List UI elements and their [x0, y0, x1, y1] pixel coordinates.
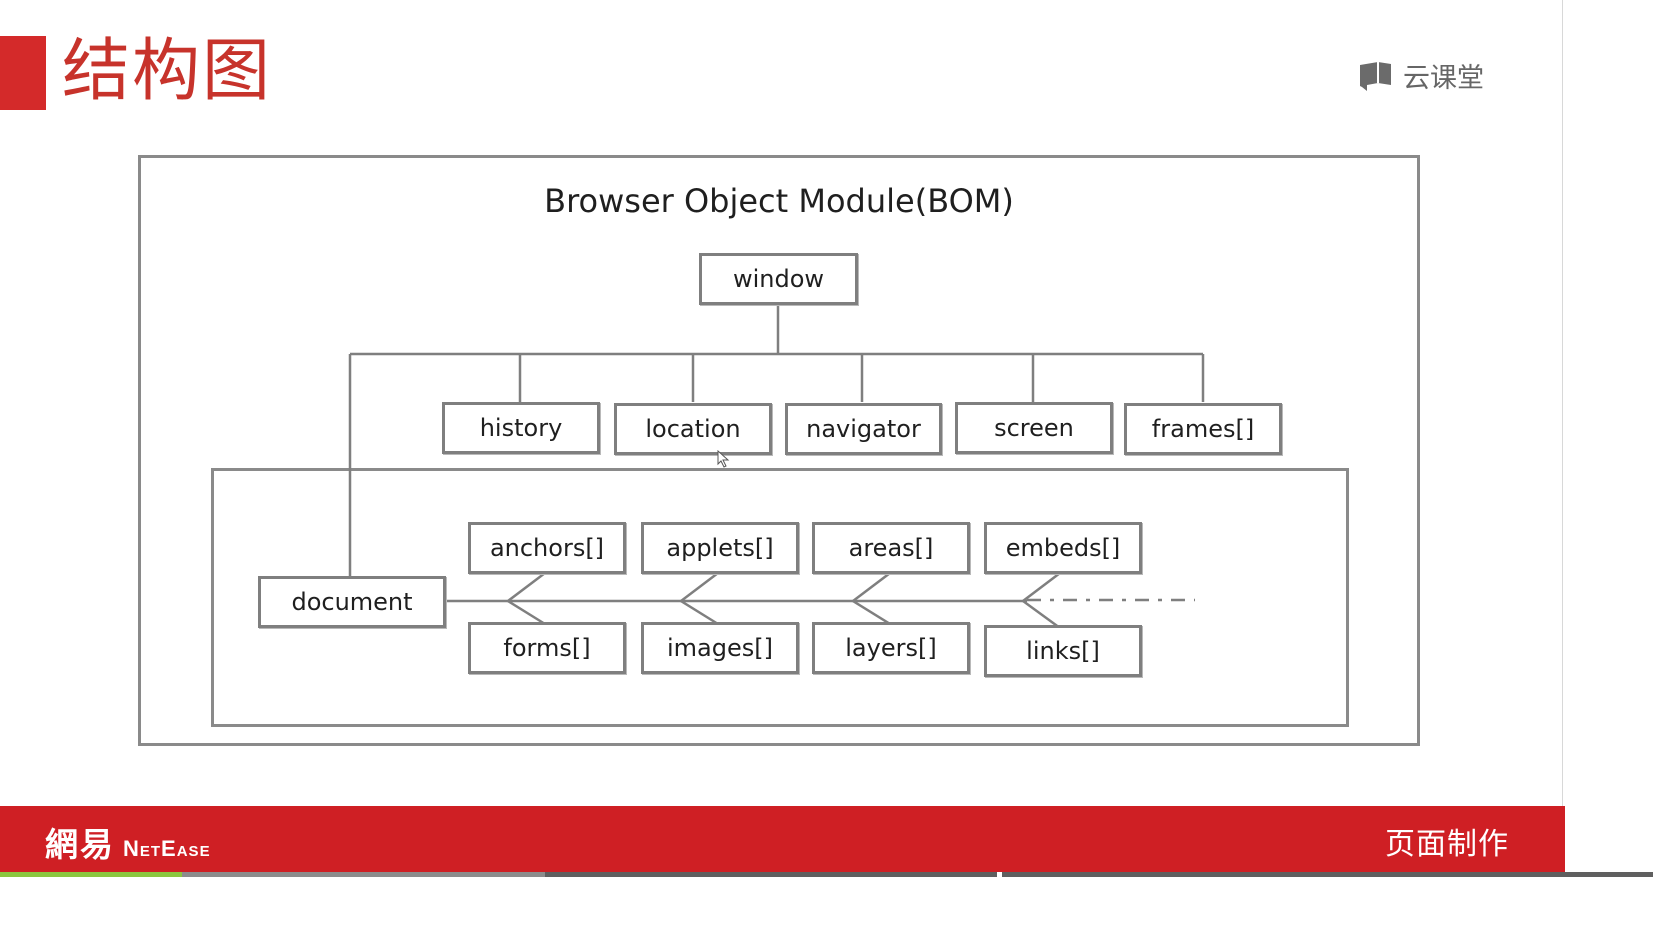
layers-box: layers[] — [812, 622, 970, 674]
location-box: location — [614, 403, 772, 455]
embeds-box: embeds[] — [984, 522, 1142, 574]
navigator-box: navigator — [785, 403, 942, 455]
progress-played — [0, 872, 182, 877]
history-box: history — [442, 402, 600, 454]
netease-logo: 網易 NetEase — [45, 818, 211, 866]
links-box: links[] — [984, 625, 1142, 677]
title-accent-block — [0, 36, 46, 110]
forms-box: forms[] — [468, 622, 626, 674]
progress-buffered — [0, 872, 545, 877]
footer-bar: 網易 NetEase 页面制作 — [0, 806, 1565, 872]
images-box: images[] — [641, 622, 799, 674]
progress-marker[interactable] — [997, 872, 1002, 877]
screen-box: screen — [955, 402, 1113, 454]
anchors-box: anchors[] — [468, 522, 626, 574]
areas-box: areas[] — [812, 522, 970, 574]
slide-title: 结构图 — [62, 32, 273, 111]
frames-box: frames[] — [1124, 403, 1282, 455]
brand-name: 云课堂 — [1403, 63, 1484, 94]
video-progress-bar[interactable] — [0, 872, 1653, 877]
right-edge-margin — [1562, 0, 1653, 872]
course-name: 页面制作 — [1385, 827, 1509, 862]
mouse-pointer-icon — [717, 449, 731, 472]
netease-logo-cn: 網易 — [45, 825, 115, 864]
cloud-classroom-logo: 云课堂 — [1358, 56, 1484, 95]
window-box: window — [699, 253, 858, 305]
diagram-title: Browser Object Module(BOM) — [544, 182, 1014, 220]
applets-box: applets[] — [641, 522, 799, 574]
book-icon — [1358, 59, 1393, 93]
netease-logo-en: NetEase — [123, 836, 211, 861]
bottom-strip — [0, 877, 1653, 925]
document-box: document — [258, 576, 446, 628]
